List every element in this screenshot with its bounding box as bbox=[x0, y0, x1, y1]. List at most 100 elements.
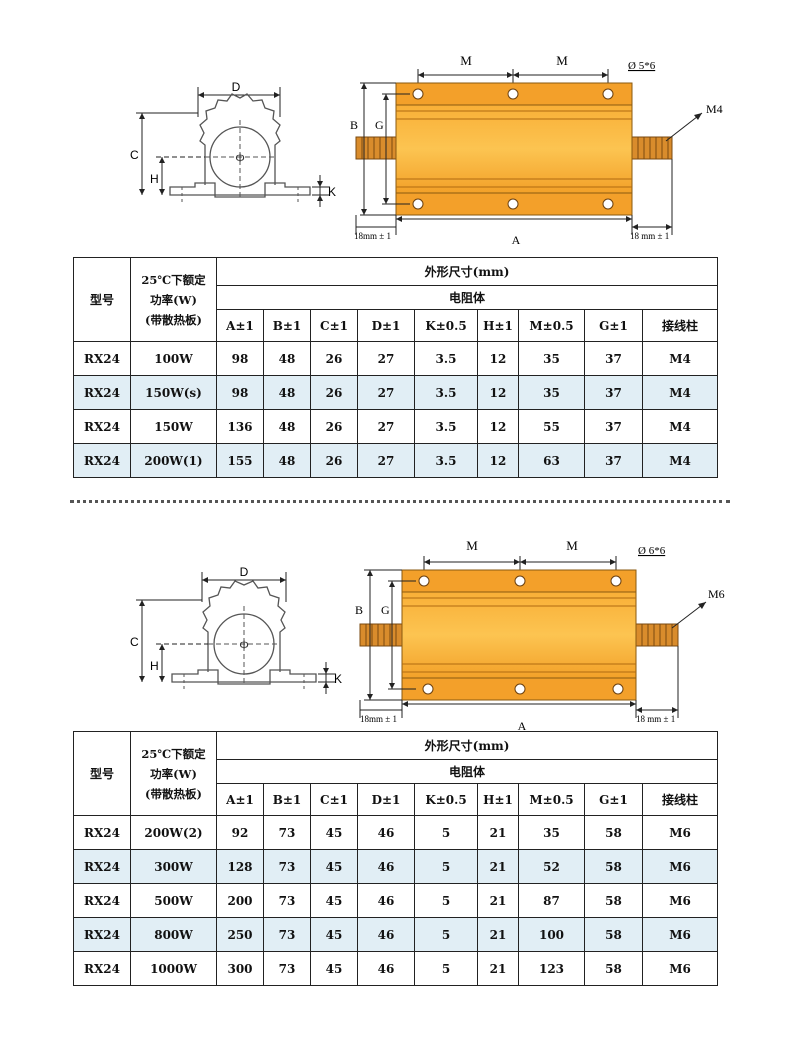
cell-value: 21 bbox=[477, 951, 519, 986]
cell-value: 3.5 bbox=[414, 341, 478, 376]
cell-value: 52 bbox=[518, 849, 585, 884]
cell-value: 46 bbox=[357, 883, 415, 918]
front-view-drawing-2: M M Ø 6*6 B G M6 18mm ± 1 A 18 mm ± 1 bbox=[355, 538, 725, 732]
col-k: K±0.5 bbox=[414, 309, 478, 342]
cell-value: 123 bbox=[518, 951, 585, 986]
label-g: G bbox=[375, 118, 384, 132]
label-k: K bbox=[334, 672, 342, 686]
spec-table-1: 型号 25℃下额定功率(W)(带散热板) 外形尺寸(mm) 电阻体 A±1 B±… bbox=[73, 257, 719, 478]
label-b: B bbox=[355, 603, 363, 617]
cell-value: 26 bbox=[310, 341, 358, 376]
cell-model: RX24 bbox=[73, 443, 131, 478]
cell-model: RX24 bbox=[73, 951, 131, 986]
header-dimensions: 外形尺寸(mm) bbox=[215, 731, 719, 760]
cell-value: 58 bbox=[584, 815, 643, 850]
cell-value: 37 bbox=[584, 341, 643, 376]
cell-value: 35 bbox=[518, 815, 585, 850]
cell-value: 12 bbox=[477, 341, 519, 376]
label-left-lead: 18mm ± 1 bbox=[354, 231, 391, 241]
header-model: 型号 bbox=[73, 257, 131, 342]
cell-value: 5 bbox=[414, 849, 478, 884]
col-a: A±1 bbox=[216, 783, 264, 816]
cell-value: 200 bbox=[216, 883, 264, 918]
heatsink-profile bbox=[199, 93, 281, 185]
cell-value: 155 bbox=[216, 443, 264, 478]
col-a: A±1 bbox=[216, 309, 264, 342]
cell-value: 46 bbox=[357, 849, 415, 884]
cell-value: M6 bbox=[641, 883, 719, 918]
cell-model: RX24 bbox=[73, 917, 131, 952]
side-view-drawing-1: D Φ C H K bbox=[130, 80, 336, 207]
col-terminal: 接线柱 bbox=[641, 783, 719, 816]
label-b: B bbox=[350, 118, 358, 132]
cell-power: 500W bbox=[130, 883, 217, 918]
cell-value: 73 bbox=[263, 883, 311, 918]
label-h: H bbox=[150, 172, 159, 186]
cell-value: 73 bbox=[263, 951, 311, 986]
cell-value: 46 bbox=[357, 815, 415, 850]
cell-value: M4 bbox=[641, 443, 719, 478]
col-m: M±0.5 bbox=[518, 783, 585, 816]
cell-value: 3.5 bbox=[414, 443, 478, 478]
label-left-lead: 18mm ± 1 bbox=[360, 714, 397, 724]
cell-model: RX24 bbox=[73, 849, 131, 884]
cell-value: M6 bbox=[641, 917, 719, 952]
label-g: G bbox=[381, 603, 390, 617]
cell-value: 58 bbox=[584, 883, 643, 918]
label-d: D bbox=[240, 565, 249, 579]
col-h: H±1 bbox=[477, 309, 519, 342]
label-right-lead: 18 mm ± 1 bbox=[630, 231, 669, 241]
col-b: B±1 bbox=[263, 309, 311, 342]
label-hole: Ø 5*6 bbox=[628, 60, 656, 72]
label-m-right: M bbox=[556, 53, 568, 68]
header-body: 电阻体 bbox=[215, 285, 719, 310]
label-a: A bbox=[512, 233, 521, 247]
svg-text:Φ: Φ bbox=[239, 638, 249, 652]
cell-value: 5 bbox=[414, 883, 478, 918]
cell-value: 35 bbox=[518, 375, 585, 410]
cell-value: 37 bbox=[584, 375, 643, 410]
cell-value: M6 bbox=[641, 849, 719, 884]
col-g: G±1 bbox=[584, 309, 643, 342]
cell-value: 26 bbox=[310, 443, 358, 478]
col-d: D±1 bbox=[357, 309, 415, 342]
cell-value: 58 bbox=[584, 917, 643, 952]
label-m-right: M bbox=[566, 538, 578, 553]
cell-value: 63 bbox=[518, 443, 585, 478]
header-dimensions: 外形尺寸(mm) bbox=[215, 257, 719, 286]
cell-value: 46 bbox=[357, 951, 415, 986]
cell-value: 27 bbox=[357, 409, 415, 444]
cell-value: 21 bbox=[477, 815, 519, 850]
cell-value: 37 bbox=[584, 443, 643, 478]
cell-power: 800W bbox=[130, 917, 217, 952]
label-right-lead: 18 mm ± 1 bbox=[636, 714, 675, 724]
cell-value: 27 bbox=[357, 341, 415, 376]
col-m: M±0.5 bbox=[518, 309, 585, 342]
cell-value: 27 bbox=[357, 375, 415, 410]
cell-value: 12 bbox=[477, 375, 519, 410]
cell-value: 3.5 bbox=[414, 375, 478, 410]
label-c: C bbox=[130, 635, 139, 649]
cell-power: 150W bbox=[130, 409, 217, 444]
cell-value: 48 bbox=[263, 443, 311, 478]
cell-value: 45 bbox=[310, 815, 358, 850]
cell-value: M6 bbox=[641, 815, 719, 850]
cell-value: 45 bbox=[310, 883, 358, 918]
cell-value: 21 bbox=[477, 883, 519, 918]
label-thread: M4 bbox=[706, 102, 723, 116]
cell-value: 98 bbox=[216, 341, 264, 376]
spec-table-2: 型号 25℃下额定功率(W)(带散热板) 外形尺寸(mm) 电阻体 A±1 B±… bbox=[73, 731, 719, 986]
cell-power: 150W(s) bbox=[130, 375, 217, 410]
label-m-left: M bbox=[460, 53, 472, 68]
cell-value: 5 bbox=[414, 951, 478, 986]
svg-text:Φ: Φ bbox=[235, 151, 245, 165]
cell-value: 58 bbox=[584, 951, 643, 986]
cell-value: 92 bbox=[216, 815, 264, 850]
cell-value: 45 bbox=[310, 849, 358, 884]
